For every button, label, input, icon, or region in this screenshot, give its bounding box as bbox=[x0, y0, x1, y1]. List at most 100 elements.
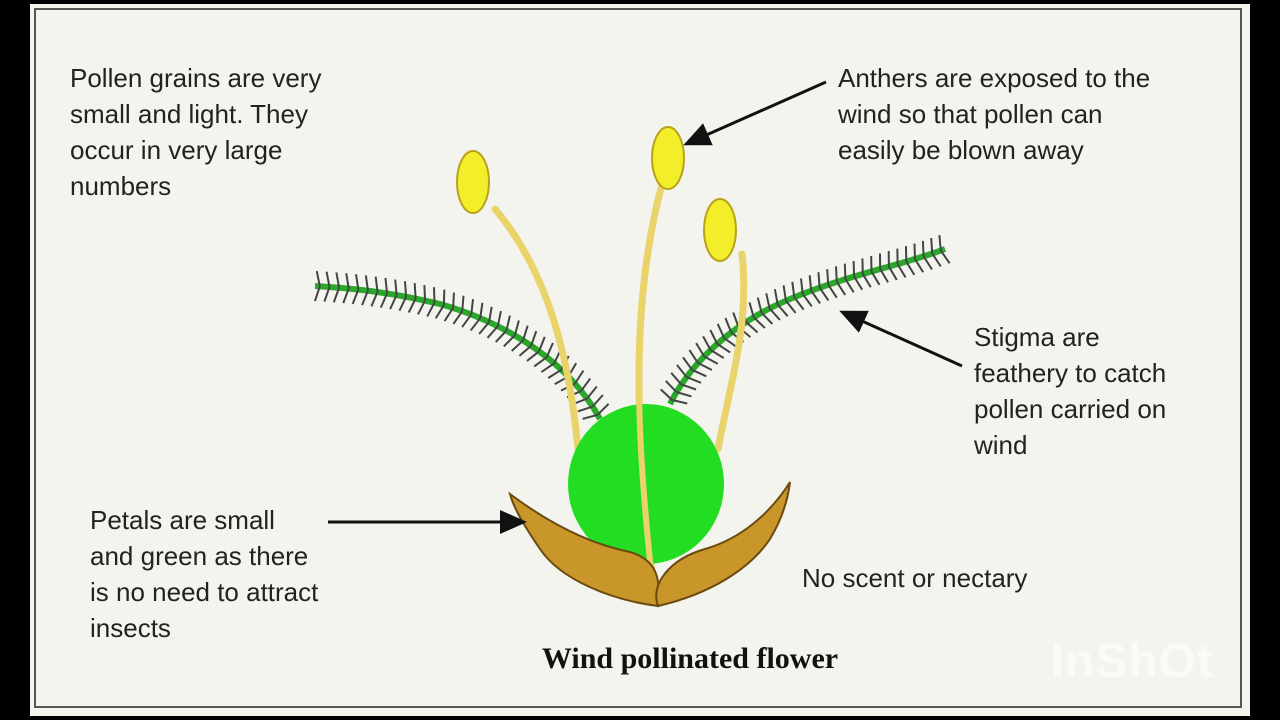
stigma-hair bbox=[538, 336, 546, 352]
stigma-hair bbox=[660, 388, 673, 401]
stigma-hair bbox=[526, 350, 540, 362]
slide-border bbox=[34, 8, 1242, 708]
stigma-hair bbox=[723, 337, 738, 348]
stigma-hair bbox=[697, 362, 713, 371]
stigma-hair bbox=[844, 278, 855, 293]
stigma-hair bbox=[496, 310, 502, 327]
stigma-hair bbox=[695, 342, 706, 357]
stigma-hair bbox=[540, 362, 555, 373]
stigma-hair bbox=[776, 303, 789, 317]
label-petals: Petals are small and green as there is n… bbox=[90, 505, 319, 643]
filament-center-front bbox=[635, 181, 665, 582]
stigma-hair bbox=[826, 269, 830, 285]
stigma-hair bbox=[461, 313, 473, 328]
anther-right bbox=[703, 198, 737, 262]
stigma-hair bbox=[753, 316, 766, 329]
filament-right bbox=[714, 250, 748, 453]
stigma-hair bbox=[432, 287, 436, 303]
slide: Pollen grains are very small and light. … bbox=[30, 4, 1250, 716]
stigma-hair bbox=[808, 275, 813, 291]
stigma-hair bbox=[782, 285, 787, 301]
stigma-hair bbox=[342, 288, 350, 304]
stigma-hair bbox=[716, 323, 726, 339]
label-stigma: Stigma are feathery to catch pollen carr… bbox=[974, 322, 1167, 460]
stigma-hair bbox=[335, 272, 341, 288]
stigma-hair bbox=[470, 298, 475, 315]
stigma-hair bbox=[665, 380, 678, 393]
stigma-hair bbox=[853, 275, 864, 291]
stigma-hair bbox=[931, 253, 942, 268]
label-pollen-grains: Pollen grains are very small and light. … bbox=[70, 63, 322, 201]
stigma-hair bbox=[478, 321, 490, 335]
stigma-hair bbox=[325, 271, 331, 288]
stigma-hair bbox=[452, 292, 455, 309]
stigma-hair bbox=[503, 334, 516, 348]
stigma-hair bbox=[345, 273, 350, 289]
anther-left bbox=[456, 150, 490, 214]
stigma-hair bbox=[461, 295, 465, 312]
stigma-hair bbox=[486, 325, 499, 339]
arrow-stigma bbox=[839, 310, 963, 368]
pointer-arrows bbox=[328, 80, 963, 534]
stigma-hair bbox=[407, 298, 417, 313]
stigma-hair bbox=[513, 320, 520, 336]
stigma-hair bbox=[827, 284, 838, 299]
stigma-hair bbox=[591, 394, 604, 408]
stigma-hair bbox=[801, 293, 813, 308]
stigma-hair bbox=[423, 285, 427, 301]
stigma-hair bbox=[533, 356, 548, 368]
stigma-hair bbox=[768, 307, 781, 321]
stigma-hair bbox=[870, 270, 881, 286]
stigma-hair bbox=[452, 310, 464, 325]
stigma-hair bbox=[323, 286, 331, 302]
stigma-hair bbox=[670, 372, 683, 386]
stigma-hair bbox=[896, 263, 907, 278]
stigma-hair bbox=[355, 274, 360, 290]
stigma-hair bbox=[748, 302, 755, 318]
arrow-anthers bbox=[683, 80, 827, 146]
stigma-hair bbox=[732, 312, 740, 328]
stigma-right-hairs bbox=[660, 235, 951, 405]
anther-center bbox=[651, 126, 685, 190]
stigma-hair bbox=[545, 342, 554, 358]
stigma-hair bbox=[495, 330, 508, 343]
anthers bbox=[456, 126, 737, 262]
stigma-hair bbox=[434, 304, 445, 319]
stigma-hair bbox=[426, 302, 436, 317]
stigma-hair bbox=[922, 255, 933, 271]
label-no-scent: No scent or nectary bbox=[802, 563, 1028, 593]
stigma-hair bbox=[930, 238, 934, 254]
stigma-hair bbox=[511, 339, 524, 352]
stigma-hair bbox=[379, 293, 388, 309]
stigma-hair bbox=[394, 279, 398, 296]
stigma-hair bbox=[818, 287, 830, 302]
stigma-hair bbox=[939, 249, 951, 264]
stigma-hair bbox=[547, 368, 562, 379]
stigma-right bbox=[660, 235, 951, 406]
flower-diagram bbox=[313, 80, 963, 608]
stigma-hair bbox=[398, 296, 408, 312]
stigma-hair bbox=[791, 281, 796, 298]
stigma-hair bbox=[724, 317, 733, 333]
stigma-hair bbox=[443, 307, 454, 322]
stigma-hair bbox=[479, 302, 484, 319]
stigma-hair bbox=[921, 240, 925, 257]
stigma-hair bbox=[817, 272, 821, 288]
stigma-hair bbox=[417, 300, 426, 315]
stigma-hair bbox=[710, 349, 725, 359]
stigma-hair bbox=[505, 315, 511, 331]
stigma-hair bbox=[686, 376, 702, 384]
stigma-hair bbox=[843, 263, 847, 280]
diagram-caption: Wind pollinated flower bbox=[541, 642, 839, 675]
stigma-hair bbox=[361, 290, 369, 306]
stigma-hair bbox=[716, 343, 731, 354]
stigma-hair bbox=[793, 296, 805, 311]
stigma-hair bbox=[835, 266, 838, 282]
stigma-hair bbox=[577, 405, 593, 413]
stigma-hair bbox=[702, 335, 712, 351]
stigma-hair bbox=[688, 349, 699, 364]
petal-right bbox=[655, 481, 791, 608]
stigma-hair bbox=[691, 369, 707, 378]
stigma-hair bbox=[681, 383, 697, 391]
stigma-hair bbox=[389, 294, 398, 310]
